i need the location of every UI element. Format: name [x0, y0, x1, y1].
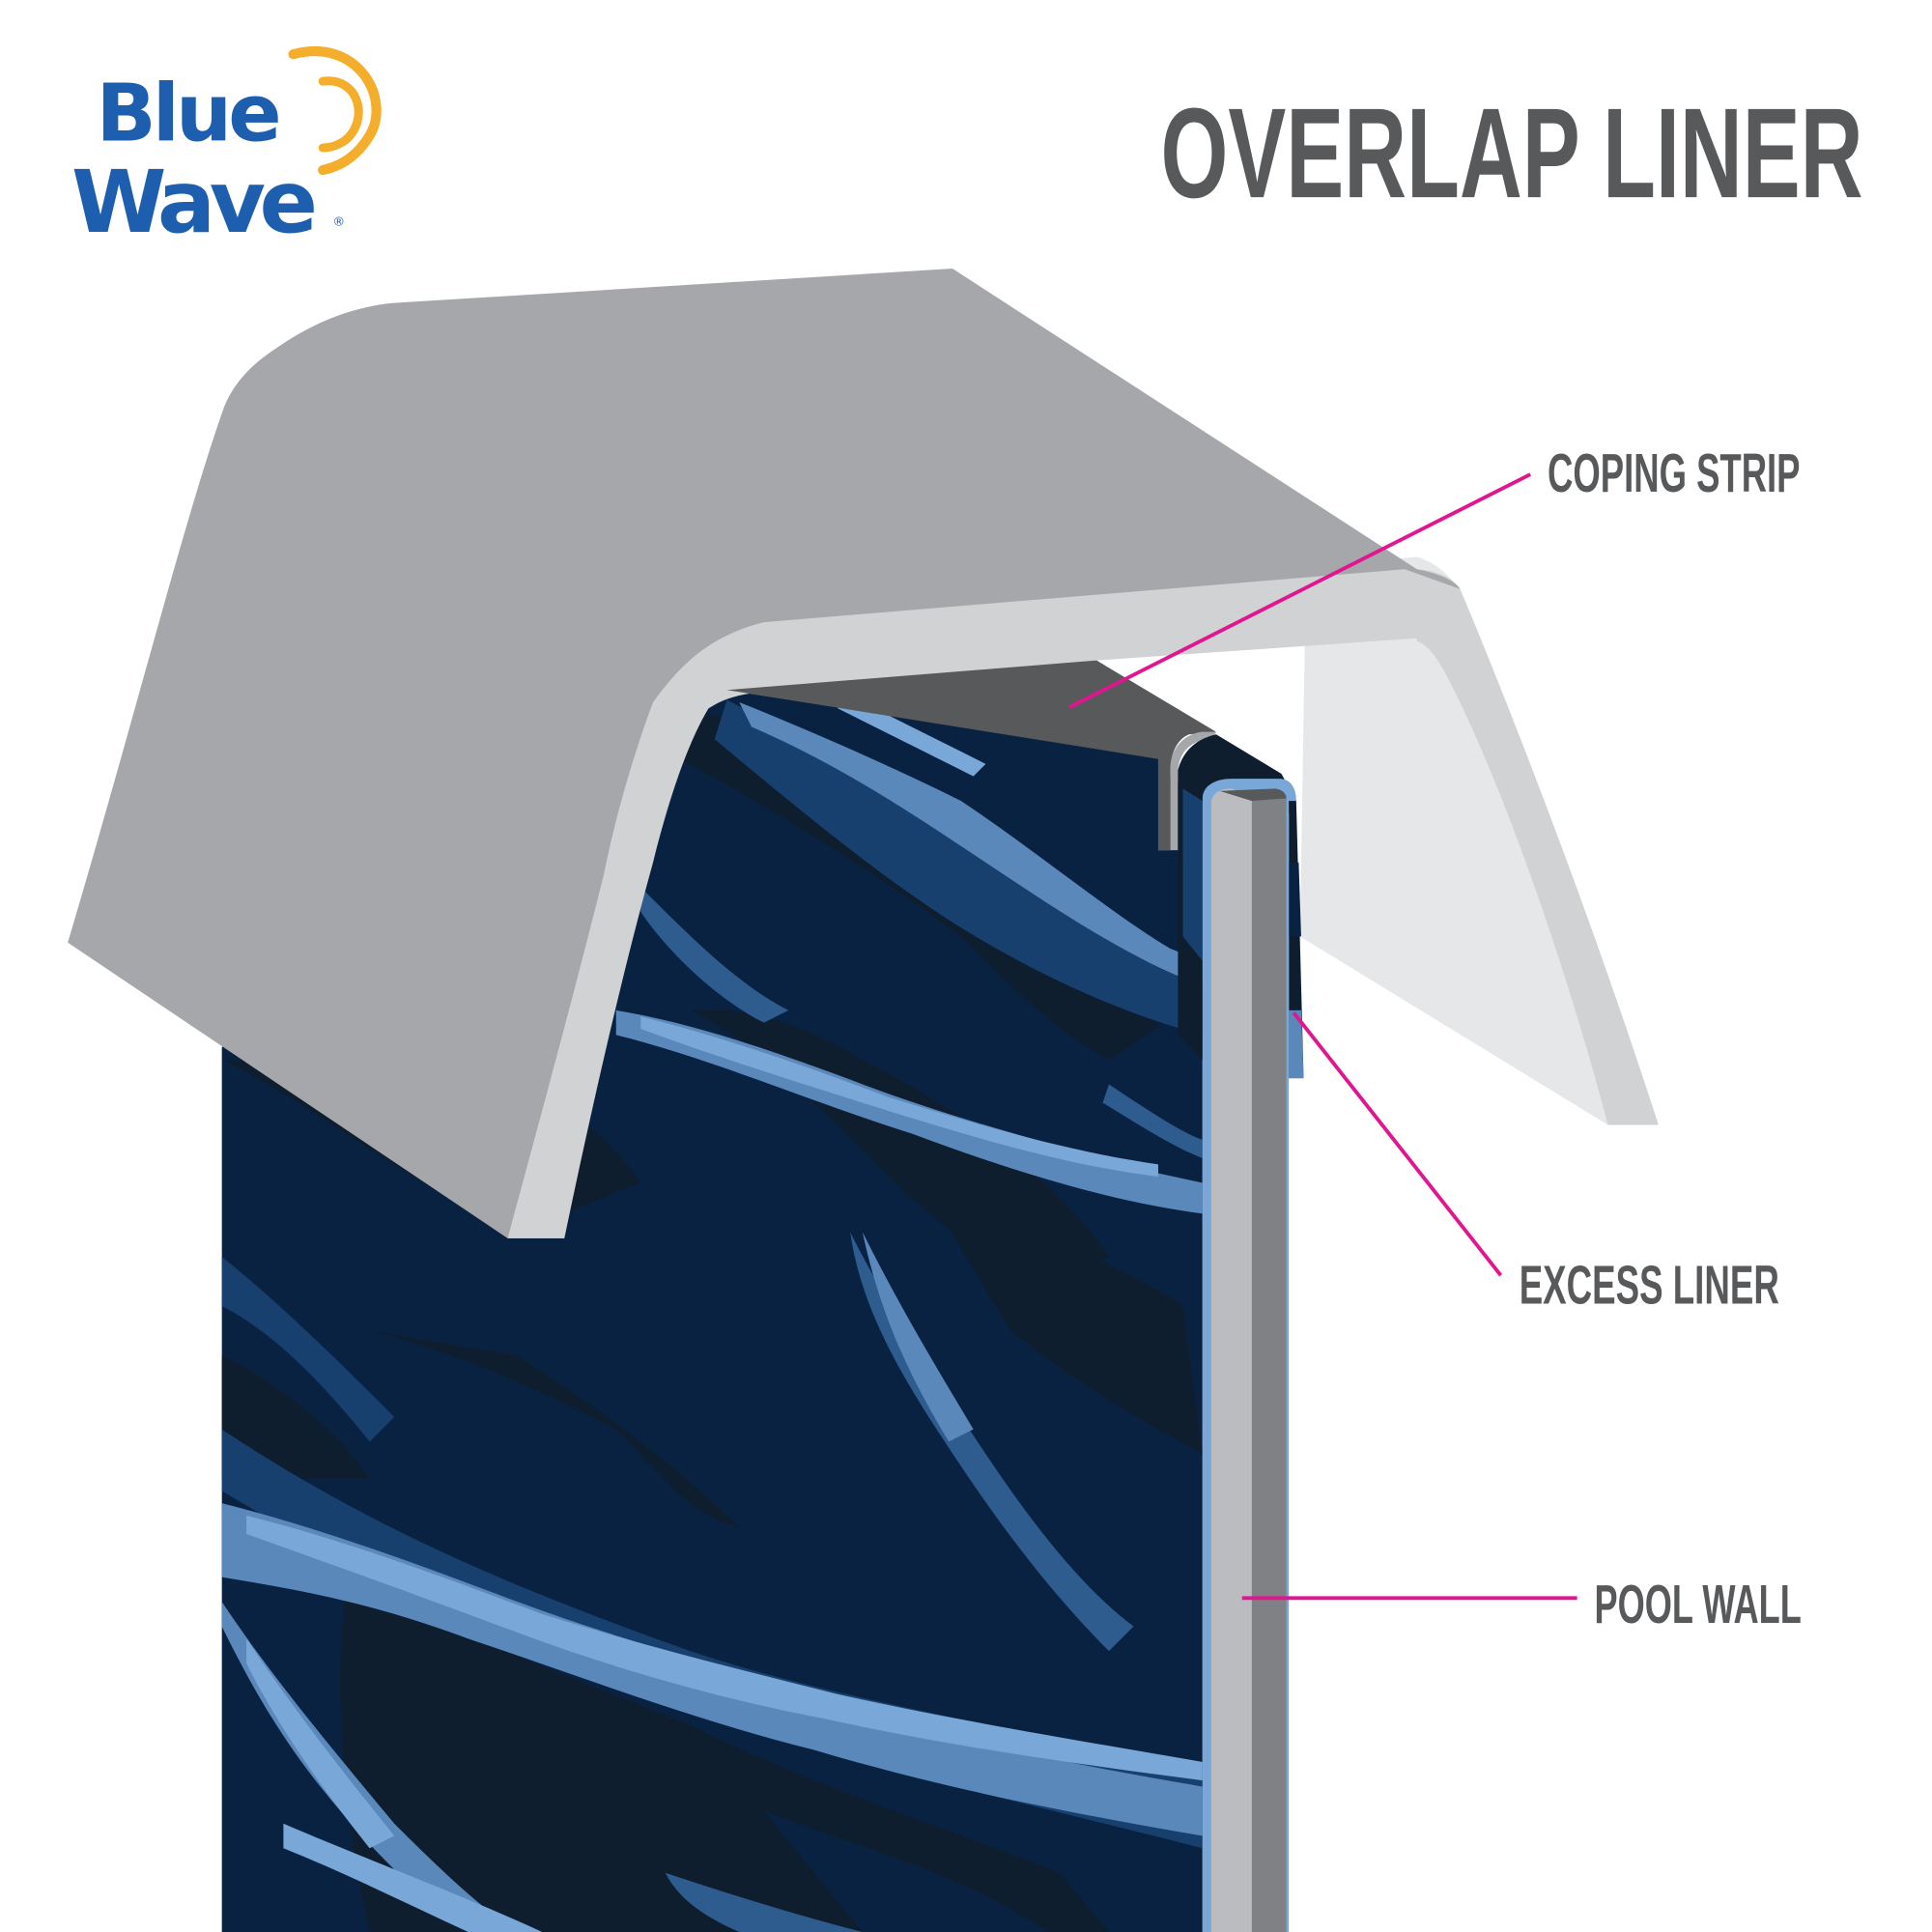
label-coping-strip: COPING STRIP — [1548, 442, 1800, 503]
logo-line-wave: Wave — [71, 153, 315, 253]
page-title: OVERLAP LINER — [1161, 82, 1863, 225]
pool-wall — [1202, 779, 1296, 1932]
coping-strip — [726, 660, 1216, 851]
excess-liner — [1178, 734, 1304, 1079]
coping-strip-leader-line — [1068, 472, 1532, 709]
excess-liner-leader-line — [1292, 1011, 1503, 1277]
wave-arc-outer-icon — [288, 46, 382, 176]
wave-arc-inner-icon — [318, 76, 363, 153]
coping-cap — [68, 269, 1659, 1238]
label-pool-wall: POOL WALL — [1595, 1574, 1802, 1634]
label-excess-liner: EXCESS LINER — [1520, 1254, 1779, 1315]
registered-mark: ® — [332, 214, 345, 229]
logo-line-blue: Blue — [96, 68, 278, 159]
blue-wave-logo: Blue Wave ® — [71, 46, 382, 253]
